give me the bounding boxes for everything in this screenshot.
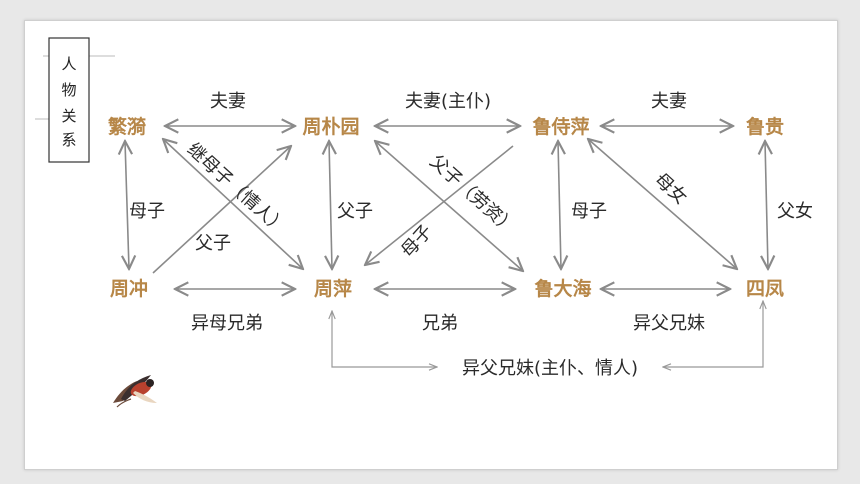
edge-fanyi-zhouchong [125, 141, 129, 269]
edge-lushiping-ludahai [558, 141, 561, 269]
rel-zhouping-ludahai: 兄弟 [422, 313, 458, 334]
rel-lushiping-sifeng: 母女 [650, 169, 691, 209]
node-sifeng: 四凤 [746, 278, 784, 300]
rel-ludahai-sifeng: 异父兄妹 [633, 313, 705, 334]
rel-lugui-sifeng: 父女 [777, 201, 813, 222]
rel-fanyi-zhouchong: 母子 [129, 201, 165, 222]
rel-zhouchong-zhouping: 异母兄弟 [191, 313, 263, 334]
rel-fanyi-zhoupuyuan: 夫妻 [210, 91, 246, 112]
rel-zhoupuyuan-zhouchong: 父子 [195, 233, 231, 254]
node-zhouping: 周萍 [314, 277, 352, 300]
node-lushiping: 鲁侍萍 [531, 115, 589, 138]
title-char-3: 关 [61, 107, 76, 125]
edge-zhoupuyuan-ludahai [375, 141, 523, 271]
rel-zhouping-sifeng: 异父兄妹(主仆、情人) [462, 358, 638, 379]
edge-lugui-sifeng [765, 141, 768, 269]
slide: 人 物 关 系 繁漪 周朴园 鲁侍萍 鲁贵 周冲 [24, 20, 838, 470]
node-fanyi: 繁漪 [108, 115, 146, 138]
edge-lushiping-sifeng [588, 139, 737, 269]
node-ludahai: 鲁大海 [533, 277, 591, 300]
edge-fanyi-zhouping [163, 139, 303, 269]
rel-fanyi-zhouping: 继母子（情人） [183, 139, 291, 239]
edge-zhouping-connector [332, 311, 437, 367]
node-zhoupuyuan: 周朴园 [302, 115, 359, 138]
edge-zhouchong-zhoupuyuan [152, 146, 291, 274]
rel-lushiping-zhouping: 母子 [397, 221, 437, 262]
rel-zhoupuyuan-lushiping: 夫妻(主仆) [405, 91, 491, 112]
rel-lushiping-lugui: 夫妻 [651, 91, 687, 112]
title-char-2: 物 [61, 81, 76, 99]
node-lugui: 鲁贵 [745, 115, 784, 138]
edge-lushiping-zhouping [365, 145, 514, 265]
edge-zhoupuyuan-zhouping [329, 141, 332, 269]
rel-zhoupuyuan-zhouping: 父子 [337, 201, 373, 222]
swallow-icon [113, 375, 157, 408]
relation-labels: 夫妻 夫妻(主仆) 夫妻 母子 父子 母子 父女 继母子（情人） 父子 父子（劳… [129, 91, 813, 379]
node-zhouchong: 周冲 [110, 277, 148, 300]
title-box: 人 物 关 系 [35, 37, 115, 163]
rel-lushiping-ludahai: 母子 [571, 201, 607, 222]
relationship-diagram: 人 物 关 系 繁漪 周朴园 鲁侍萍 鲁贵 周冲 [35, 37, 813, 408]
edges [125, 126, 768, 367]
nodes: 繁漪 周朴园 鲁侍萍 鲁贵 周冲 周萍 鲁大海 四凤 [108, 115, 784, 300]
edge-sifeng-connector [663, 301, 763, 367]
title-char-1: 人 [61, 55, 76, 73]
rel-zhoupuyuan-ludahai: 父子（劳资） [426, 151, 520, 239]
title-char-4: 系 [61, 131, 76, 149]
